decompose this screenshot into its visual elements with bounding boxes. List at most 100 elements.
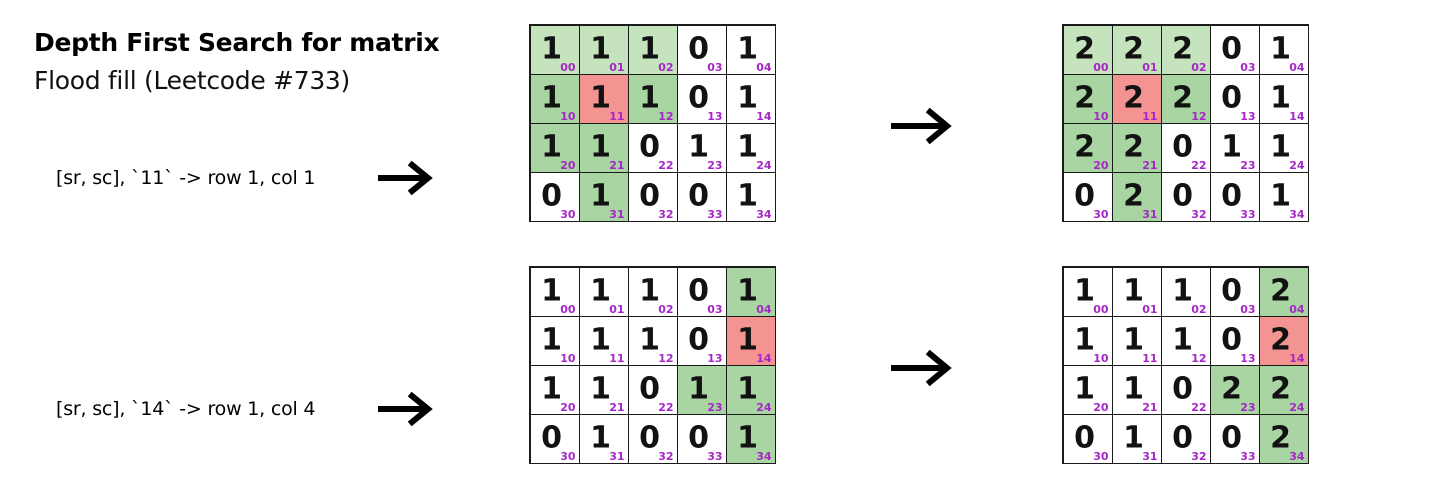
cell-value: 1	[737, 321, 758, 357]
cell-index-label: 01	[609, 302, 625, 316]
cell-index-label: 13	[1240, 109, 1256, 123]
cell-value: 2	[1270, 321, 1291, 357]
cell-value: 2	[1074, 79, 1095, 115]
cell-index-label: 11	[1142, 351, 1158, 365]
cell-value: 1	[541, 30, 562, 66]
cell-value: 1	[1270, 79, 1291, 115]
cell-index-label: 12	[1191, 109, 1207, 123]
cell-index-label: 31	[609, 207, 625, 221]
cell-value: 0	[1172, 177, 1193, 213]
cell-index-label: 14	[1289, 351, 1305, 365]
cell-index-label: 03	[1240, 302, 1256, 316]
cell-index-label: 21	[1142, 158, 1158, 172]
cell-index-label: 14	[756, 109, 772, 123]
cell-value: 1	[1074, 370, 1095, 406]
cell-value: 1	[590, 419, 611, 455]
cell-value: 1	[639, 272, 660, 308]
cell-index-label: 22	[658, 400, 674, 414]
cell-index-label: 33	[1240, 449, 1256, 463]
cell-value: 2	[1123, 128, 1144, 164]
arrow-right-icon	[376, 391, 436, 427]
cell-index-label: 31	[1142, 449, 1158, 463]
cell-index-label: 14	[756, 351, 772, 365]
cell-value: 0	[639, 419, 660, 455]
cell-index-label: 33	[707, 207, 723, 221]
cell-index-label: 20	[1093, 158, 1109, 172]
cell-index-label: 23	[1240, 400, 1256, 414]
cell-value: 1	[1172, 321, 1193, 357]
cell-index-label: 13	[707, 351, 723, 365]
cell-value: 2	[1123, 79, 1144, 115]
cell-index-label: 30	[1093, 207, 1109, 221]
cell-value: 1	[541, 272, 562, 308]
cell-value: 1	[590, 79, 611, 115]
cell-value: 1	[1270, 30, 1291, 66]
cell-value: 0	[1221, 321, 1242, 357]
cell-index-label: 00	[560, 302, 576, 316]
cell-value: 0	[1172, 419, 1193, 455]
cell-value: 1	[1123, 272, 1144, 308]
cell-index-label: 10	[560, 351, 576, 365]
cell-value: 1	[541, 370, 562, 406]
cell-index-label: 20	[560, 400, 576, 414]
cell-index-label: 33	[1240, 207, 1256, 221]
cell-index-label: 23	[1240, 158, 1256, 172]
cell-value: 0	[688, 30, 709, 66]
cell-index-label: 11	[609, 109, 625, 123]
cell-value: 0	[688, 321, 709, 357]
cell-value: 0	[1221, 30, 1242, 66]
cell-index-label: 24	[756, 158, 772, 172]
cell-value: 2	[1123, 30, 1144, 66]
cell-index-label: 03	[707, 302, 723, 316]
cell-value: 1	[737, 30, 758, 66]
cell-index-label: 32	[658, 449, 674, 463]
cell-index-label: 30	[560, 207, 576, 221]
cell-value: 1	[590, 30, 611, 66]
cell-index-label: 12	[658, 351, 674, 365]
cell-value: 1	[639, 321, 660, 357]
cell-value: 0	[639, 177, 660, 213]
page-subtitle: Flood fill (Leetcode #733)	[34, 65, 350, 95]
cell-index-label: 12	[658, 109, 674, 123]
cell-value: 1	[1123, 321, 1144, 357]
cell-index-label: 20	[560, 158, 576, 172]
cell-value: 0	[1074, 177, 1095, 213]
cell-value: 2	[1172, 79, 1193, 115]
cell-value: 1	[1123, 419, 1144, 455]
cell-index-label: 30	[1093, 449, 1109, 463]
